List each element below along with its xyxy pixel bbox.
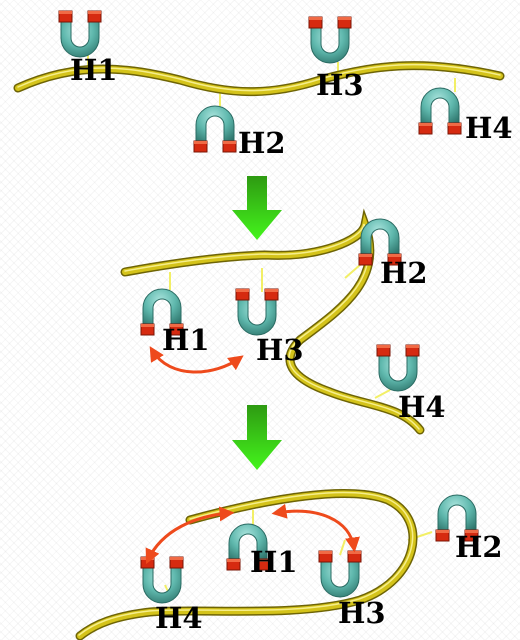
stage-3: H1 H2 H3 H4 (75, 489, 503, 640)
interaction-arrow-h1-h3 (149, 346, 244, 374)
interaction-arrow-h1-h3 (271, 503, 360, 553)
label-h1: H1 (162, 323, 210, 357)
tether-h4 (374, 389, 391, 399)
label-h4: H4 (465, 111, 513, 145)
label-h4: H4 (398, 390, 446, 424)
interaction-arrow-h4-h1 (145, 506, 235, 565)
magnet-h3 (308, 16, 352, 64)
magnet-h1 (58, 10, 102, 58)
transition-arrow-1 (232, 176, 282, 240)
tether-h2 (344, 264, 361, 279)
magnet-h2 (193, 105, 237, 153)
label-h1: H1 (70, 53, 118, 87)
magnet-h4 (418, 87, 462, 135)
magnet-h3 (235, 288, 279, 336)
magnet-h4 (140, 556, 184, 604)
tether-h3 (339, 539, 346, 556)
label-h2: H2 (238, 126, 286, 160)
label-h3: H3 (256, 333, 304, 367)
magnet-h3 (318, 550, 362, 598)
label-h3: H3 (316, 68, 364, 102)
label-h3: H3 (338, 596, 386, 630)
stage-1: H1 H2 H3 H4 (13, 10, 513, 160)
label-h2: H2 (455, 530, 503, 564)
label-h4: H4 (155, 601, 203, 635)
label-h2: H2 (380, 256, 428, 290)
stage-2: H1 H2 H3 H4 (120, 208, 446, 435)
label-h1: H1 (250, 545, 298, 579)
transition-arrow-2 (232, 405, 282, 470)
magnet-h4 (376, 344, 420, 392)
